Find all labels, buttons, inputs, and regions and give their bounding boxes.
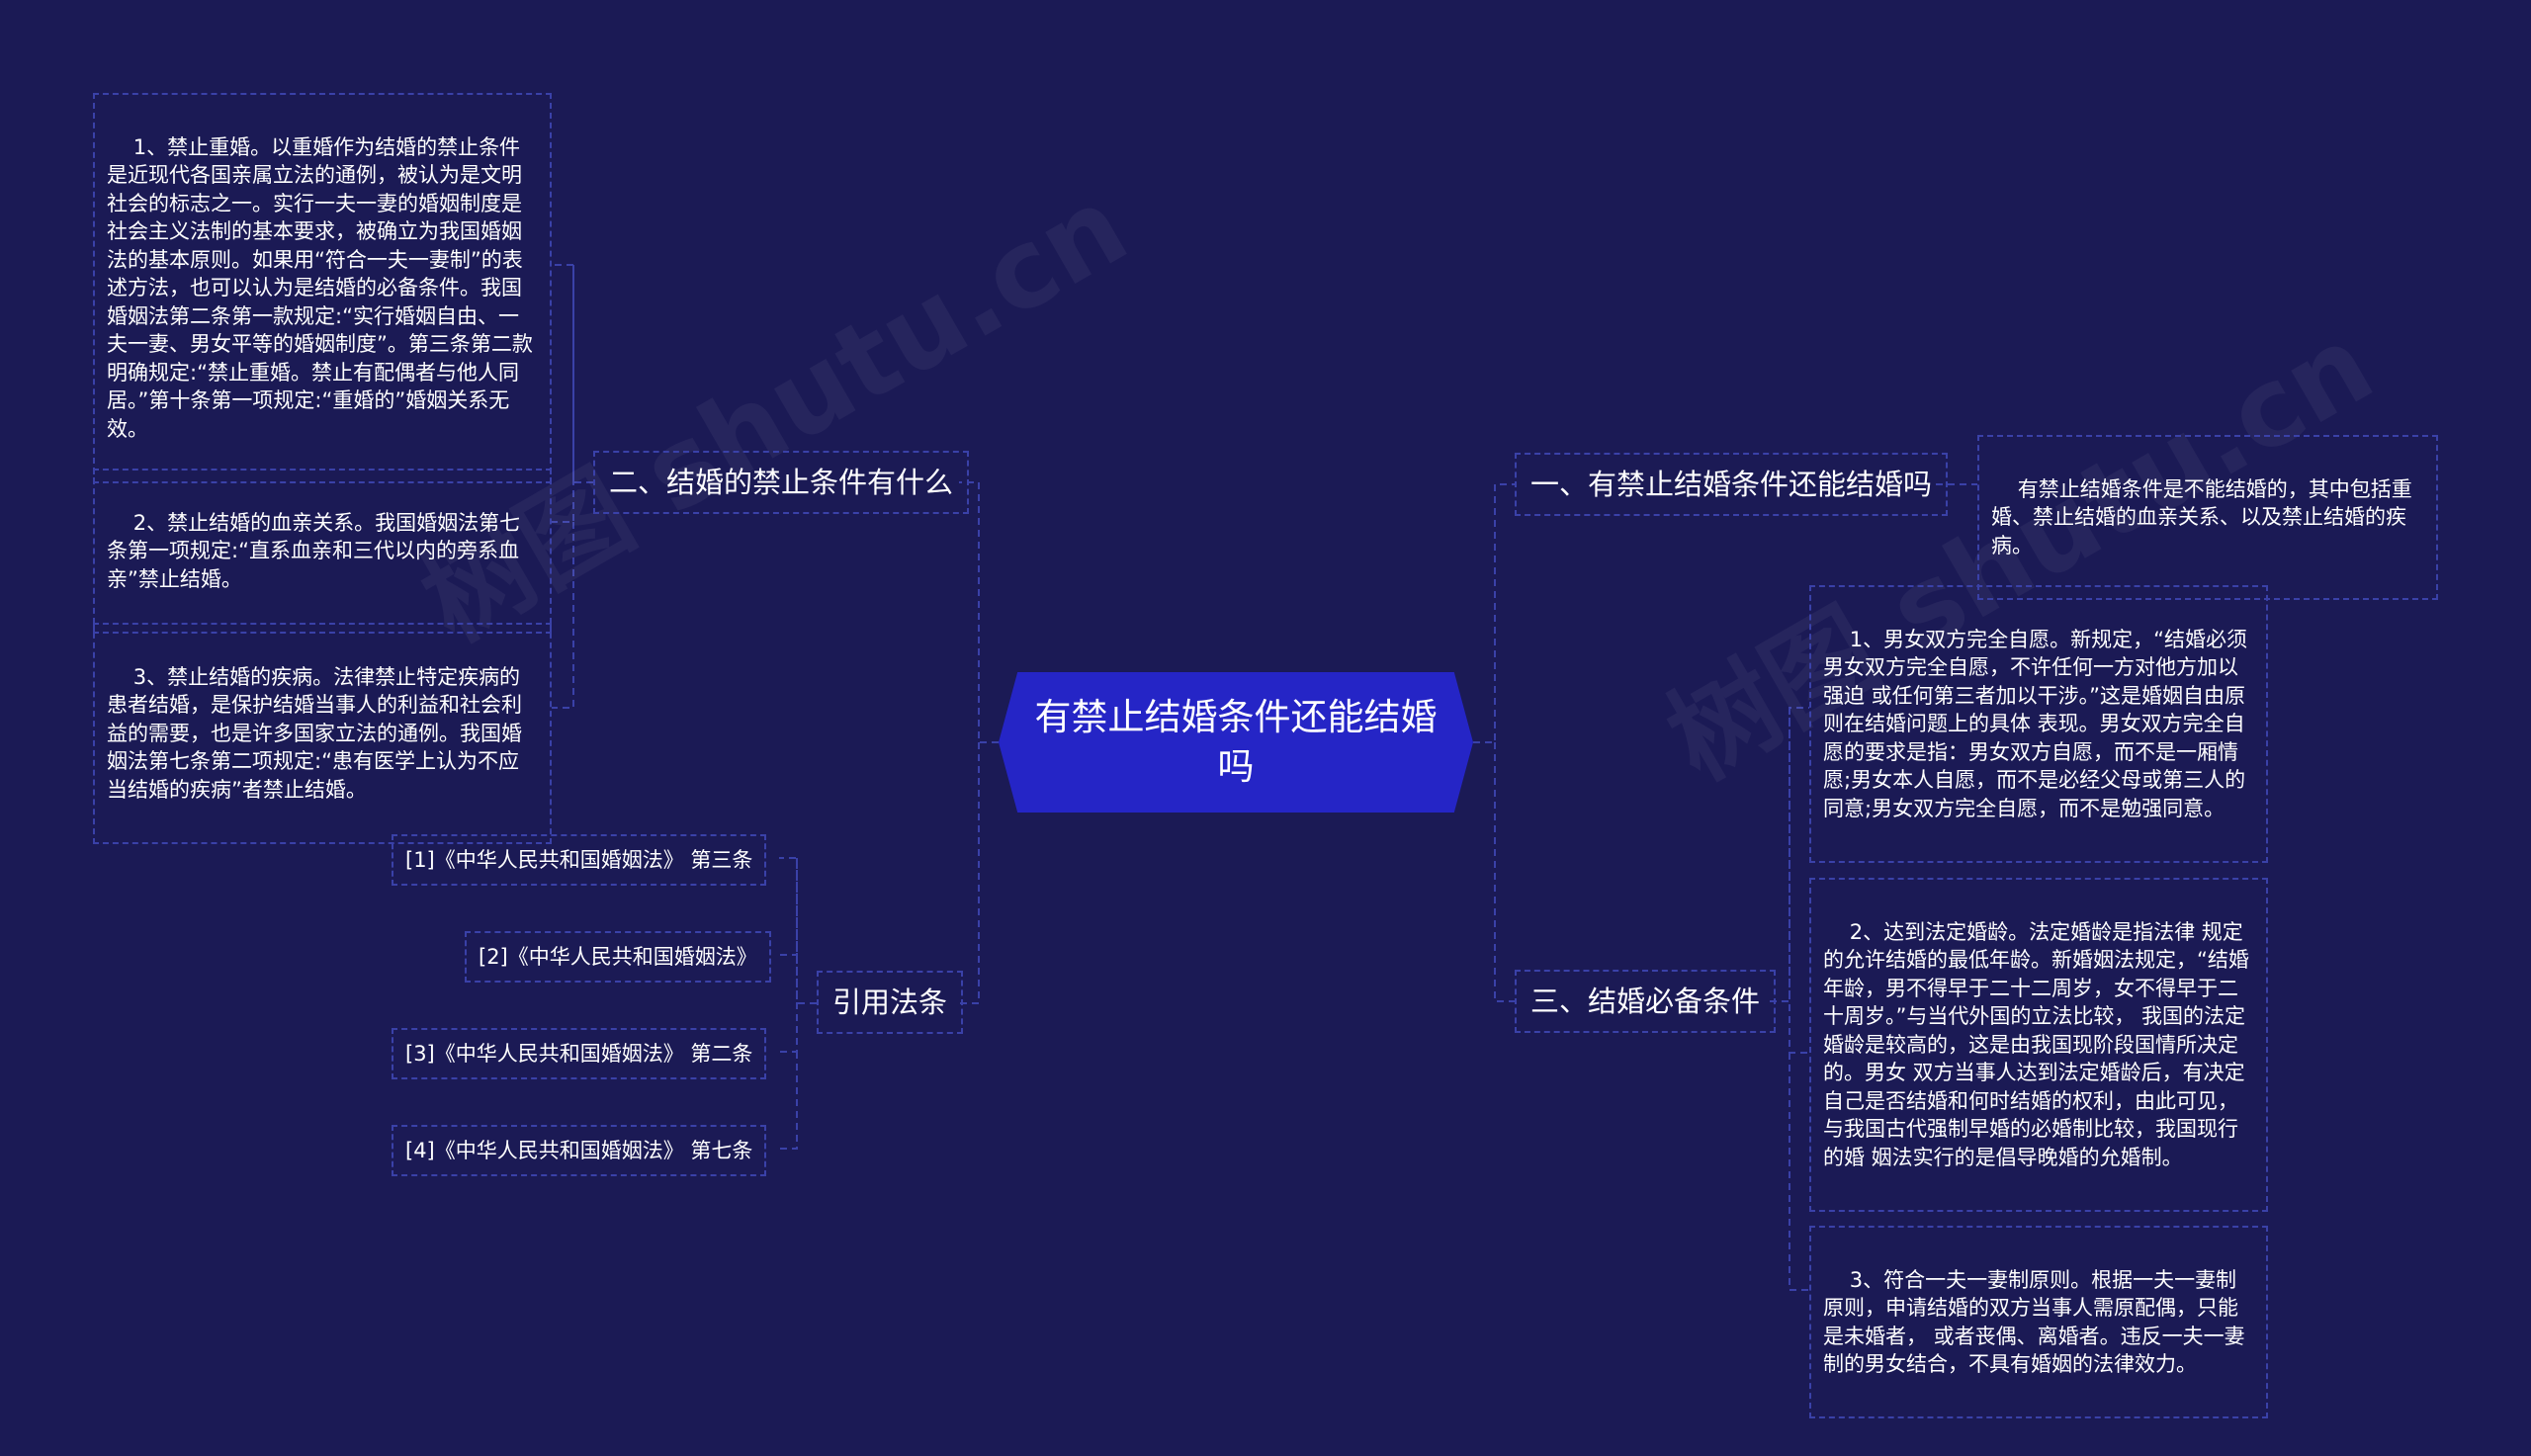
link-b4-refs	[779, 857, 817, 1150]
leaf-node-b3-3[interactable]: 3、符合一夫一妻制原则。根据一夫一妻制原则，申请结婚的双方当事人需原配偶，只能是…	[1809, 1226, 2268, 1418]
leaf-node-b3-2[interactable]: 2、达到法定婚龄。法定婚龄是指法律 规定的允许结婚的最低年龄。新婚姻法规定，“结…	[1809, 878, 2268, 1212]
link-root-b2	[959, 481, 999, 743]
link-root-b1	[1473, 483, 1515, 743]
leaf-node-b1-1[interactable]: 有禁止结婚条件是不能结婚的，其中包括重婚、禁止结婚的血亲关系、以及禁止结婚的疾病…	[1977, 435, 2438, 600]
leaf-text: 2、禁止结婚的血亲关系。我国婚姻法第七条第一项规定:“直系血亲和三代以内的旁系血…	[107, 510, 521, 591]
leaf-text: 1、禁止重婚。以重婚作为结婚的禁止条件是近现代各国亲属立法的通例，被认为是文明社…	[107, 134, 533, 441]
leaf-text: 3、符合一夫一妻制原则。根据一夫一妻制原则，申请结婚的双方当事人需原配偶，只能是…	[1823, 1267, 2245, 1377]
branch-label: 三、结婚必备条件	[1530, 985, 1761, 1018]
leaf-text: 3、禁止结婚的疾病。法律禁止特定疾病的患者结婚，是保护结婚当事人的利益和社会利益…	[107, 664, 522, 802]
root-title: 有禁止结婚条件还能结婚吗	[1034, 696, 1438, 788]
ref-text: [1]《中华人民共和国婚姻法》 第三条	[405, 848, 753, 872]
leaf-node-b2-1[interactable]: 1、禁止重婚。以重婚作为结婚的禁止条件是近现代各国亲属立法的通例，被认为是文明社…	[93, 93, 552, 483]
branch-label: 引用法条	[832, 985, 948, 1019]
branch-node-2[interactable]: 二、结婚的禁止条件有什么	[593, 451, 970, 514]
link-b3-leaves	[1770, 707, 1809, 1291]
ref-text: [4]《中华人民共和国婚姻法》 第七条	[405, 1139, 753, 1162]
ref-text: [2]《中华人民共和国婚姻法》	[479, 945, 757, 969]
root-node[interactable]: 有禁止结婚条件还能结婚吗	[999, 672, 1473, 813]
leaf-text: 有禁止结婚条件是不能结婚的，其中包括重婚、禁止结婚的血亲关系、以及禁止结婚的疾病…	[1991, 476, 2412, 557]
ref-node-3[interactable]: [3]《中华人民共和国婚姻法》 第二条	[392, 1028, 767, 1079]
leaf-node-b2-3[interactable]: 3、禁止结婚的疾病。法律禁止特定疾病的患者结婚，是保护结婚当事人的利益和社会利益…	[93, 623, 552, 844]
link-root-b4	[959, 742, 980, 1004]
leaf-node-b2-2[interactable]: 2、禁止结婚的血亲关系。我国婚姻法第七条第一项规定:“直系血亲和三代以内的旁系血…	[93, 469, 552, 634]
ref-node-4[interactable]: [4]《中华人民共和国婚姻法》 第七条	[392, 1125, 767, 1176]
branch-label: 一、有禁止结婚条件还能结婚吗	[1530, 468, 1933, 501]
link-b2-leaves	[552, 264, 593, 709]
branch-node-1[interactable]: 一、有禁止结婚条件还能结婚吗	[1515, 453, 1949, 516]
link-root-b3	[1494, 742, 1515, 1002]
branch-node-3[interactable]: 三、结婚必备条件	[1515, 970, 1777, 1033]
ref-node-1[interactable]: [1]《中华人民共和国婚姻法》 第三条	[392, 834, 767, 886]
leaf-text: 1、男女双方完全自愿。新规定，“结婚必须男女双方完全自愿，不许任何一方对他方加以…	[1823, 627, 2247, 820]
leaf-node-b3-1[interactable]: 1、男女双方完全自愿。新规定，“结婚必须男女双方完全自愿，不许任何一方对他方加以…	[1809, 585, 2268, 863]
branch-label: 二、结婚的禁止条件有什么	[609, 466, 954, 499]
branch-node-4[interactable]: 引用法条	[817, 971, 964, 1034]
leaf-text: 2、达到法定婚龄。法定婚龄是指法律 规定的允许结婚的最低年龄。新婚姻法规定，“结…	[1823, 919, 2249, 1169]
ref-node-2[interactable]: [2]《中华人民共和国婚姻法》	[465, 931, 771, 983]
ref-text: [3]《中华人民共和国婚姻法》 第二条	[405, 1042, 753, 1066]
